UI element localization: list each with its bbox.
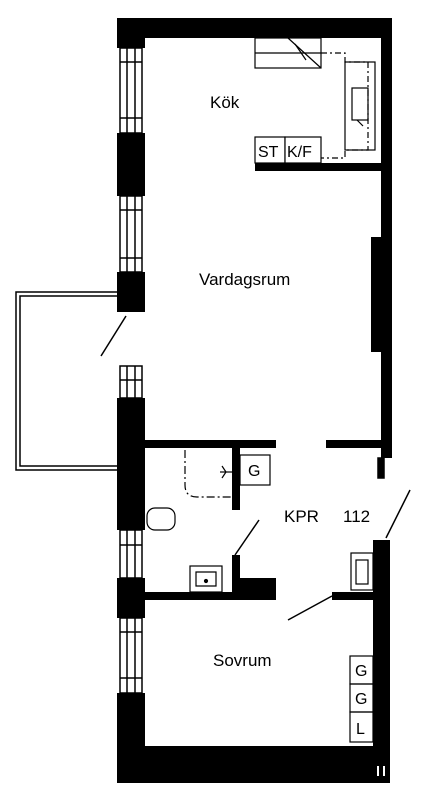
window-kitchen [119, 47, 143, 134]
bottom-marks [377, 766, 385, 776]
kitchen-counter-base [255, 163, 383, 171]
top-wall [117, 18, 392, 38]
bedroom-label: Sovrum [213, 651, 272, 670]
left-wall-mid-1 [117, 133, 145, 196]
living-right-pillar [371, 237, 382, 352]
bathroom-right-wall-upper [232, 448, 240, 510]
left-wall-mid-2 [117, 272, 145, 312]
bathroom-wardrobe-label: G [248, 463, 260, 480]
wardrobe-2-label: G [355, 691, 367, 708]
door-swings [234, 457, 411, 621]
kitchen-fixtures [254, 37, 376, 164]
fridge-freezer-box [284, 136, 322, 164]
window-bedroom [119, 617, 143, 694]
exterior-walls [117, 18, 392, 783]
shower-curtain [184, 450, 232, 498]
kitchen-label: Kök [210, 93, 240, 112]
bathroom-door-swing [234, 519, 260, 556]
linen-closet-box [349, 711, 374, 743]
bottom-wall [117, 746, 390, 783]
interior-walls [145, 163, 383, 600]
linen-closet-label: L [356, 721, 365, 738]
bedroom-door-swing [287, 595, 333, 621]
bedroom-top-wall-right [332, 592, 377, 600]
left-wall-top [117, 18, 145, 48]
window-living-1 [119, 195, 143, 273]
wardrobe-1-label: G [355, 663, 367, 680]
window-bathroom [119, 529, 143, 579]
entry-door-leaf [377, 457, 385, 479]
sink-counter [344, 61, 376, 151]
bathroom-top-wall [145, 440, 276, 448]
entry-door-swing [385, 489, 411, 539]
left-wall-mid-4 [117, 578, 145, 618]
washbasin-icon [189, 565, 223, 593]
right-wall-upper [381, 18, 392, 458]
right-wall-lower [373, 540, 390, 783]
bathroom-wardrobe-box [239, 454, 271, 486]
bathroom-fixtures [146, 450, 271, 593]
sink-icon [351, 87, 369, 121]
window-living-2 [119, 365, 143, 399]
windows [119, 47, 143, 694]
stove-box [254, 136, 286, 164]
stove-label: ST [258, 144, 279, 161]
balcony-door-swing [100, 315, 127, 357]
apartment-type-label: KPR [284, 507, 319, 526]
hall-fixtures [349, 552, 374, 743]
shower-valve-icon [221, 465, 227, 479]
toilet-icon [146, 507, 176, 531]
balcony [15, 291, 127, 471]
left-wall-mid-3 [117, 398, 145, 530]
hall-cabinet [350, 552, 374, 591]
fridge-freezer-label: K/F [287, 144, 312, 161]
apartment-number-label: 112 [343, 507, 370, 526]
bedroom-top-wall [145, 592, 276, 600]
living-room-label: Vardagsrum [199, 270, 290, 289]
hall-top-wall [326, 440, 382, 448]
bathroom-right-wall-lower [232, 555, 240, 600]
